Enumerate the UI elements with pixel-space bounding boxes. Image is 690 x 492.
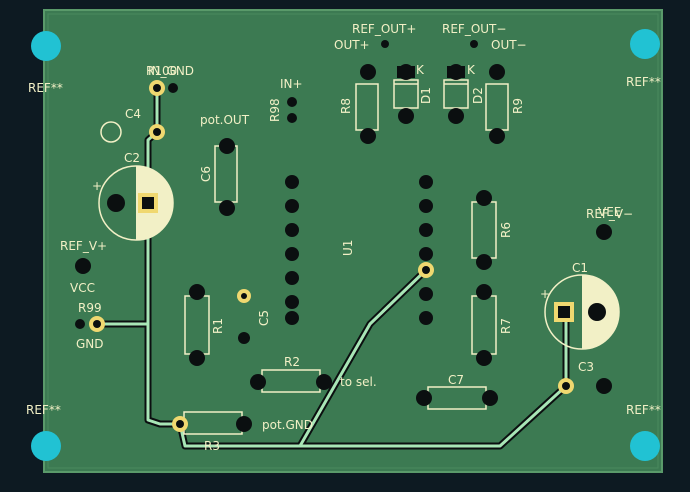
d1-cathode-pad [397, 66, 415, 78]
d2-cathode-pad [447, 66, 465, 78]
c7-label: C7 [448, 373, 464, 387]
r2-label: R2 [284, 355, 300, 369]
ref-label-bottom-right: REF** [626, 403, 661, 417]
gnd-label: GND [76, 337, 104, 351]
mounting-hole-bottom-left [31, 431, 61, 461]
r6-label: R6 [499, 222, 513, 238]
d1-label: D1 [419, 87, 433, 104]
in-gnd-label: IN_GND [148, 64, 194, 78]
c2-label: C2 [124, 151, 140, 165]
r1-label: R1 [211, 318, 225, 334]
ref-label-top-right: REF** [626, 75, 661, 89]
ref-out-plus-label: REF_OUT+ [352, 22, 416, 36]
silkscreen-labels: REF** REF** REF** REF** REF_OUT+ REF_OUT… [26, 22, 661, 453]
vias [89, 80, 574, 432]
out-minus-label: OUT− [491, 38, 527, 52]
pot-out-label: pot.OUT [200, 113, 250, 127]
vee-label: VEE [598, 205, 621, 219]
out-plus-label: OUT+ [334, 38, 370, 52]
mounting-hole-top-left [31, 31, 61, 61]
c1-plus-label: + [540, 287, 550, 301]
c3-label: C3 [578, 360, 594, 374]
c1-label: C1 [572, 261, 588, 275]
c6-label: C6 [199, 166, 213, 182]
board-inner-edge [47, 13, 659, 469]
to-sel-label: to sel. [340, 375, 377, 389]
mounting-hole-bottom-right [630, 431, 660, 461]
u1-label: U1 [341, 240, 355, 256]
r99-label: R99 [78, 301, 102, 315]
c2-square-pad-hole [142, 197, 154, 209]
c2-plus-label: + [92, 179, 102, 193]
r8-label: R8 [339, 98, 353, 114]
pot-gnd-label: pot.GND [262, 418, 313, 432]
d1-cathode-label: K [416, 63, 425, 77]
ref-label-top-left: REF** [28, 81, 63, 95]
r100-label: R100 [146, 64, 177, 78]
ref-label-bottom-left: REF** [26, 403, 61, 417]
c4-label: C4 [125, 107, 141, 121]
mounting-hole-top-right [630, 29, 660, 59]
r98-label: R98 [268, 98, 282, 122]
d2-label: D2 [471, 87, 485, 104]
r9-label: R9 [511, 98, 525, 114]
ref-out-minus-label: REF_OUT− [442, 22, 506, 36]
ref-v-minus-label: REF_V− [586, 207, 633, 221]
vcc-label: VCC [70, 281, 95, 295]
ref-v-plus-label: REF_V+ [60, 239, 107, 253]
in-plus-label: IN+ [280, 77, 303, 91]
c5-label: C5 [257, 310, 271, 326]
copper-traces [97, 88, 570, 450]
r7-label: R7 [499, 318, 513, 334]
r3-label: R3 [204, 439, 220, 453]
d2-cathode-label: K [467, 63, 476, 77]
c1-square-pad-hole [558, 306, 570, 318]
